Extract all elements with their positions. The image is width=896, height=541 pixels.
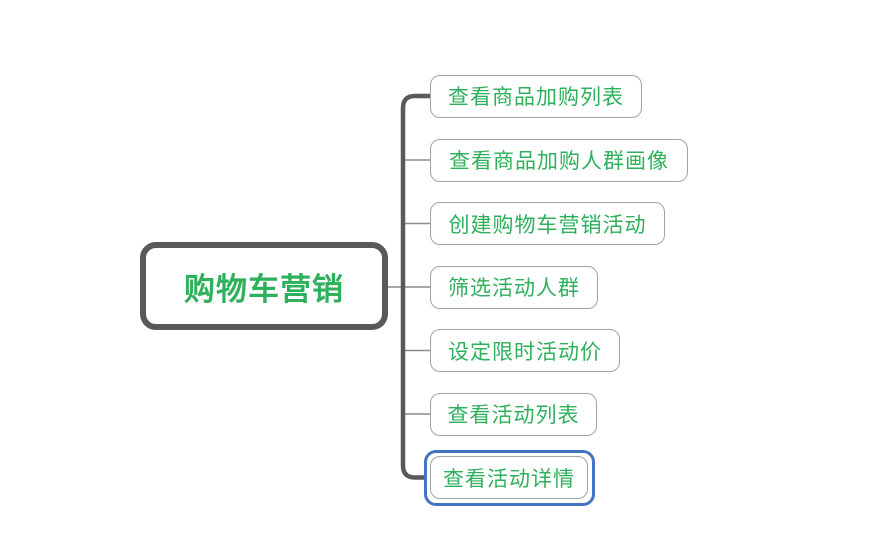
node-label: 查看商品加购人群画像 (449, 149, 669, 173)
mindmap-node-set-limited-price[interactable]: 设定限时活动价 (430, 329, 620, 372)
mindmap-node-add-to-cart-list[interactable]: 查看商品加购列表 (430, 74, 642, 118)
mindmap-node-view-campaign-detail[interactable]: 查看活动详情 (430, 456, 588, 499)
mindmap-node-view-campaign-list[interactable]: 查看活动列表 (430, 392, 597, 436)
mindmap-root-node[interactable]: 购物车营销 (140, 242, 388, 330)
node-label: 创建购物车营销活动 (448, 212, 647, 237)
node-label: 查看商品加购列表 (448, 85, 624, 109)
node-label: 筛选活动人群 (448, 276, 580, 300)
mindmap-node-filter-audience[interactable]: 筛选活动人群 (430, 265, 598, 309)
mindmap-node-create-campaign[interactable]: 创建购物车营销活动 (430, 202, 665, 245)
mindmap-node-audience-profile[interactable]: 查看商品加购人群画像 (430, 138, 688, 182)
node-label: 查看活动列表 (447, 403, 580, 427)
node-label: 查看活动详情 (443, 466, 575, 491)
node-label: 设定限时活动价 (448, 339, 602, 364)
spine-bracket (400, 93, 430, 480)
root-node-label: 购物车营销 (184, 271, 344, 307)
